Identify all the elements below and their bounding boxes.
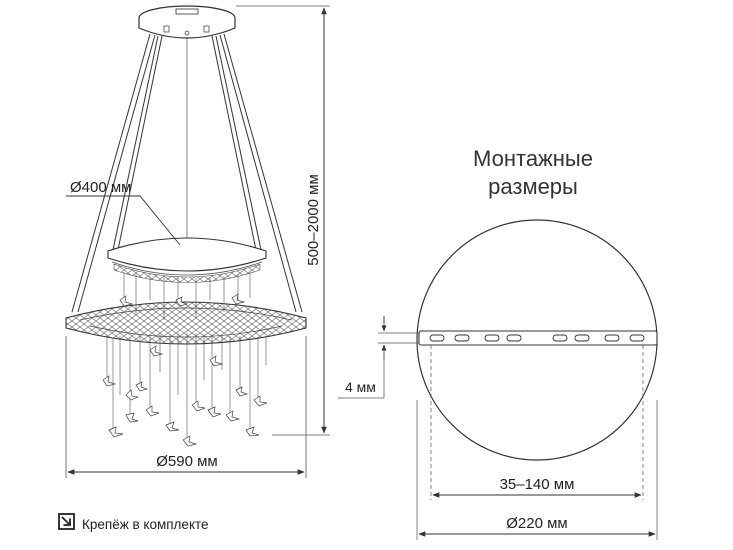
footer-note: Крепёж в комплекте — [58, 513, 209, 535]
mount-arrow-icon — [58, 513, 75, 535]
footer-label: Крепёж в комплекте — [82, 516, 209, 532]
chandelier-drawing: Ø400 мм 500–2000 мм Ø590 мм — [65, 5, 330, 478]
mounting-diagram: Монтажные размеры 4 мм — [338, 146, 658, 540]
ring-diameter-callout: Ø400 мм — [66, 179, 181, 246]
upper-ring — [107, 237, 267, 283]
title-line-1: Монтажные — [473, 146, 593, 171]
hole-spacing-label: 35–140 мм — [500, 476, 575, 493]
mount-diameter-dimension: Ø220 мм — [416, 400, 658, 540]
thickness-dimension: 4 мм — [338, 316, 419, 399]
hole-spacing-dimension: 35–140 мм — [430, 345, 644, 500]
outer-diameter-label: Ø590 мм — [156, 453, 218, 470]
lower-ring — [65, 301, 307, 345]
ceiling-canopy — [138, 5, 236, 39]
crystal-butterflies — [102, 293, 268, 447]
mounting-plate — [418, 330, 658, 346]
suspension-cables — [71, 33, 303, 313]
mount-diameter-label: Ø220 мм — [506, 515, 568, 532]
ring-diameter-label: Ø400 мм — [70, 179, 132, 196]
height-range-label: 500–2000 мм — [305, 174, 322, 266]
outer-diameter-dimension: Ø590 мм — [65, 336, 307, 478]
plate-thickness-label: 4 мм — [345, 379, 376, 395]
title-line-2: размеры — [488, 174, 578, 199]
height-dimension: 500–2000 мм — [236, 5, 330, 436]
crystal-strands — [106, 272, 267, 440]
plate-slots — [429, 334, 645, 342]
